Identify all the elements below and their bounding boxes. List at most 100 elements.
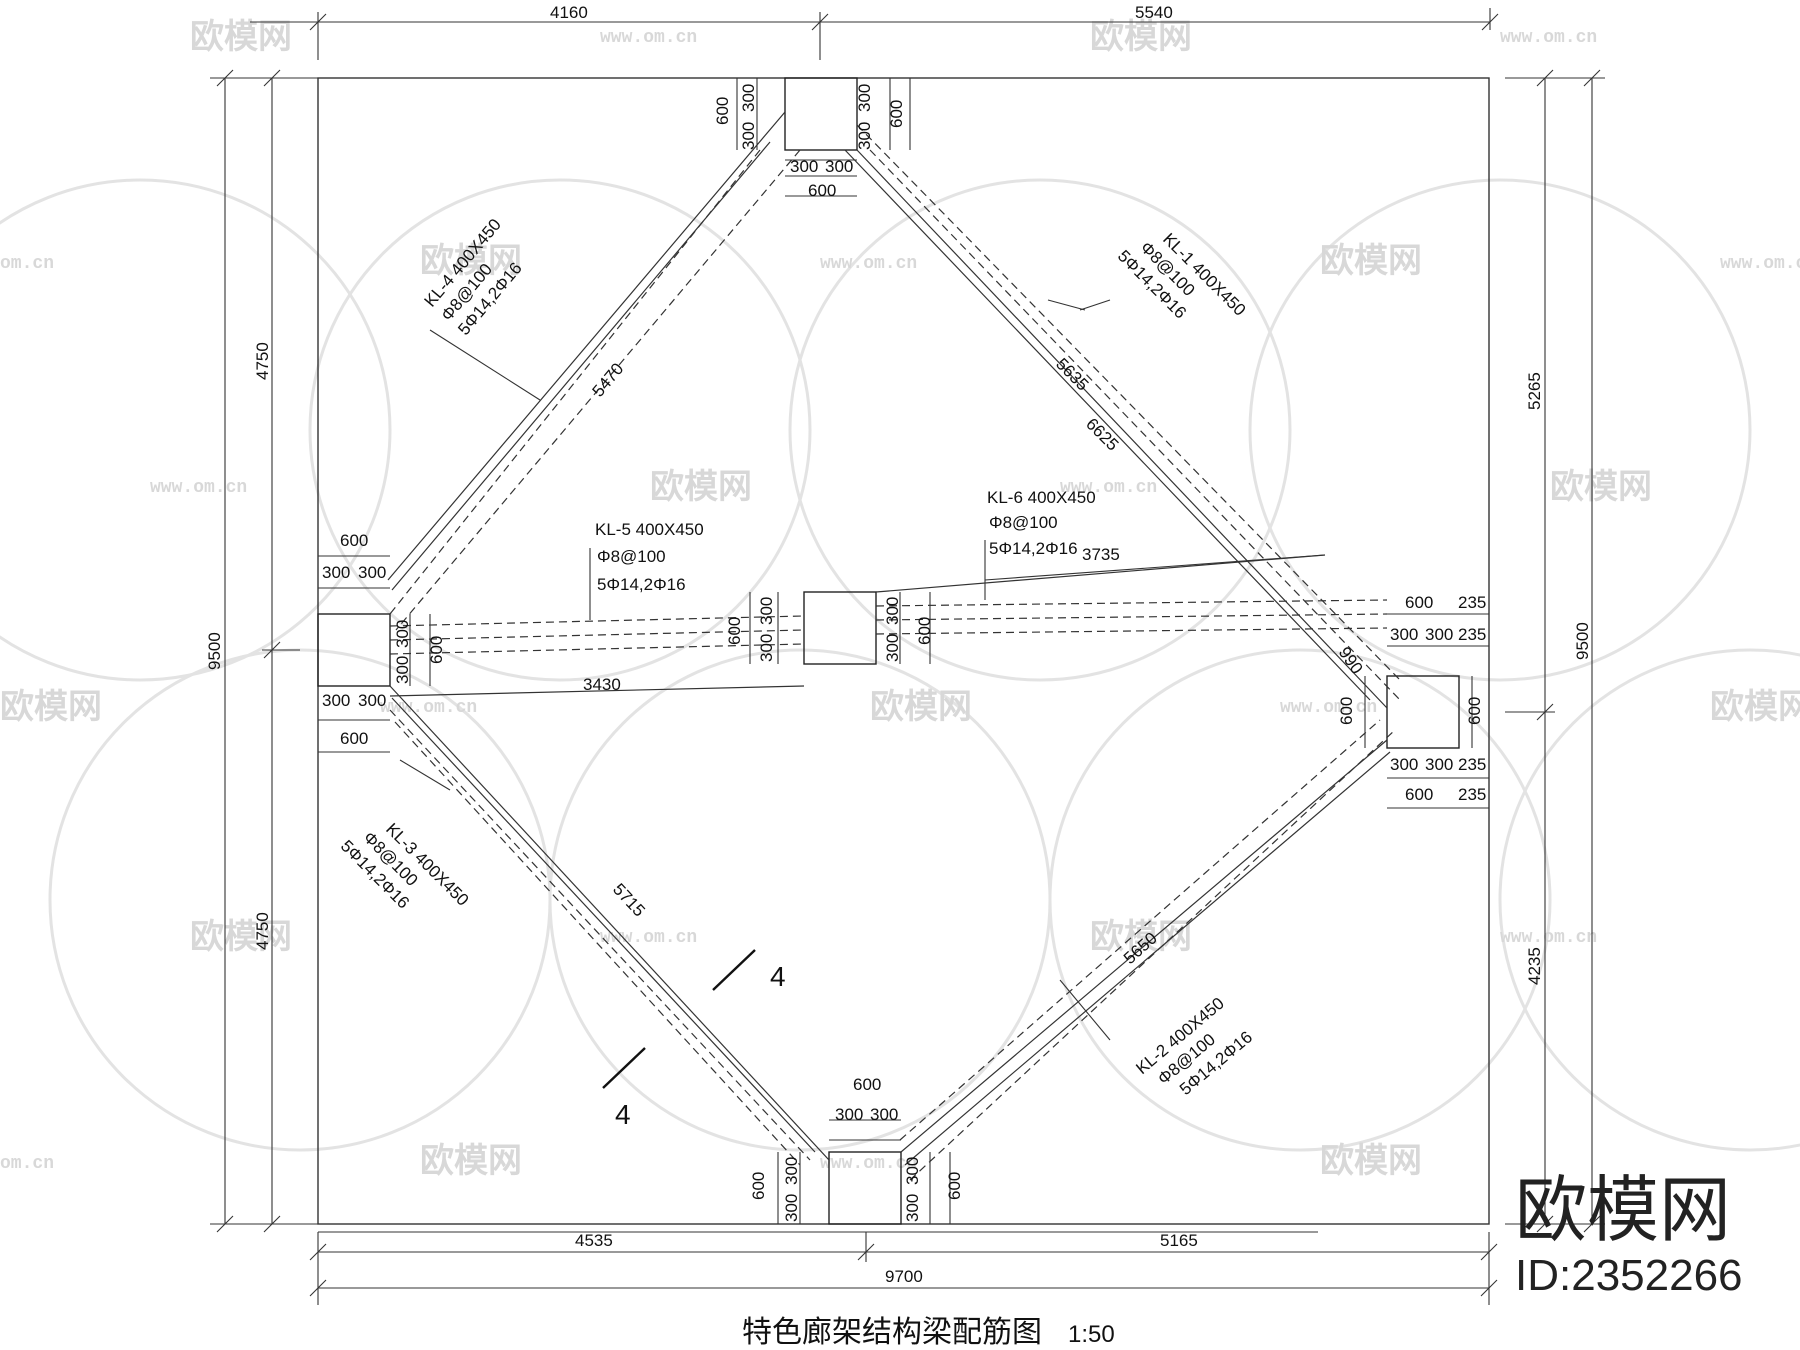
dimension-texts: 4160 5540 4535 5165 9700 9500 4750 4750 … [205,3,1592,1286]
beam-label-kl2: KL-2 400X450 Φ8@100 5Φ14,2Φ16 [1132,994,1256,1099]
kl5-stirrup: Φ8@100 [597,547,666,566]
dim-tc-half-b: 300 [825,157,853,176]
dim-rc-col-bottom: 600 [1405,785,1433,804]
dim-kl4-length: 5470 [589,359,628,400]
watermark-url: www.om.cn [820,1154,917,1174]
beam-label-kl5: KL-5 400X450 Φ8@100 5Φ14,2Φ16 [595,520,704,594]
kl5-bars: 5Φ14,2Φ16 [597,575,686,594]
watermark-brand: 欧模网 [1550,467,1652,507]
dim-top-left: 4160 [550,3,588,22]
dim-cc-half-a: 300 [757,597,776,625]
dim-bottom-total: 9700 [885,1267,923,1286]
dim-tc-right-half-a: 300 [855,122,874,150]
column-center [803,591,877,665]
dim-lc-v-half-b: 300 [393,656,412,684]
dim-bc-left-half-a: 300 [782,1194,801,1222]
watermark-brand: 欧模网 [1090,17,1192,57]
dim-rc-col-top: 600 [1405,593,1433,612]
dimension-lines [210,8,1605,1305]
dim-lc-col-bottom: 600 [340,729,368,748]
dim-tc-right-half-b: 300 [855,84,874,112]
dim-rc-edge-c: 235 [1458,755,1486,774]
watermark-url: www.om.cn [600,928,697,948]
watermark-brand: 欧模网 [190,17,292,57]
watermark-url: www.om.cn [1280,698,1377,718]
dim-bottom-left: 4535 [575,1231,613,1250]
column-bottom [828,1151,902,1225]
watermark-url: www.om.cn [600,28,697,48]
dim-bc-col: 600 [853,1075,881,1094]
section-cut-marks [602,949,756,1089]
dim-cc-half-c: 300 [883,597,902,625]
column-top [784,77,858,151]
dim-tc-left-half-a: 300 [739,122,758,150]
dim-tc-right-col: 600 [887,100,906,128]
watermark-url: www.om.cn [1500,28,1597,48]
section-mark-lower: 4 [615,1099,631,1130]
drawing-scale: 1:50 [1068,1321,1115,1348]
watermark-brand: 欧模网 [1320,241,1422,281]
dim-kl6-length: 3735 [1082,545,1120,564]
dim-right-inner-bottom: 4235 [1525,947,1544,985]
dim-cc-half-d: 300 [883,634,902,662]
dim-bc-left-col: 600 [749,1172,768,1200]
dim-bc-right-half-b: 300 [903,1157,922,1185]
dim-kl5-length: 3430 [583,675,621,694]
column-right [1386,675,1460,749]
beam-label-kl1: KL-1 400X450 Φ8@100 5Φ14,2Φ16 [1114,229,1250,322]
dim-top-right: 5540 [1135,3,1173,22]
dim-bc-half-a: 300 [835,1105,863,1124]
watermark-brand: 欧模网 [1710,687,1800,727]
watermark-brand: 欧模网 [1320,1141,1422,1181]
dim-left-inner-bottom: 4750 [253,912,272,950]
dim-bc-right-half-a: 300 [903,1194,922,1222]
brand-id: ID:2352266 [1515,1251,1743,1300]
watermark-text-layer: 欧模网 www.om.cn 欧模网 www.om.cn om.cn 欧模网 ww… [0,17,1800,1181]
watermark-url: www.om.cn [1060,478,1157,498]
dim-bc-right-col: 600 [945,1172,964,1200]
dim-rc-v-col-right: 600 [1465,697,1484,725]
watermark-url: www.om.cn [1500,928,1597,948]
watermark-brand: 欧模网 [0,687,102,727]
dim-rc-half-b: 300 [1425,625,1453,644]
watermark-brand: 欧模网 [420,1141,522,1181]
watermark-url: www.om.cn [820,254,917,274]
dim-right-inner-top: 5265 [1525,372,1544,410]
beam-label-kl3: KL-3 400X450 Φ8@100 5Φ14,2Φ16 [337,819,473,912]
watermark-brand: 欧模网 [420,241,522,281]
dim-rc-half-d: 300 [1425,755,1453,774]
dim-rc-half-c: 300 [1390,755,1418,774]
dim-cc-col-left: 600 [725,617,744,645]
kl6-size: KL-6 400X450 [987,488,1096,507]
watermark-url-fragment: om.cn [0,1154,54,1174]
dim-left-inner-top: 4750 [253,342,272,380]
watermark-brand: 欧模网 [870,687,972,727]
dim-rc-half-a: 300 [1390,625,1418,644]
watermark-url-fragment: om.cn [0,254,54,274]
beam-label-kl6: KL-6 400X450 Φ8@100 5Φ14,2Φ16 [987,488,1096,558]
columns [317,77,1460,1225]
dim-lc-v-half-a: 300 [393,620,412,648]
kl5-size: KL-5 400X450 [595,520,704,539]
dim-lc-half-b: 300 [358,563,386,582]
dim-tc-half-a: 300 [790,157,818,176]
dim-left-outer: 9500 [205,632,224,670]
dim-diag-length: 6625 [1082,414,1122,454]
dim-cc-col-right: 600 [915,617,934,645]
watermark-layer [0,178,1800,1152]
watermark-url: www.om.cn [1720,254,1800,274]
watermark-url: www.om.cn [380,698,477,718]
dim-lc-col-top: 600 [340,531,368,550]
watermark-brand: 欧模网 [190,917,292,957]
dim-short: 990 [1335,643,1367,677]
kl6-bars: 5Φ14,2Φ16 [989,539,1078,558]
dim-lc-half-a: 300 [322,563,350,582]
watermark-url: www.om.cn [150,478,247,498]
dim-right-outer: 9500 [1573,622,1592,660]
dim-lc-v-col: 600 [427,636,446,664]
dim-tc-col: 600 [808,181,836,200]
brand-logo-text: 欧模网 [1515,1168,1731,1252]
dim-kl3-length: 5715 [609,880,649,921]
dim-rc-v-col-left: 600 [1337,697,1356,725]
